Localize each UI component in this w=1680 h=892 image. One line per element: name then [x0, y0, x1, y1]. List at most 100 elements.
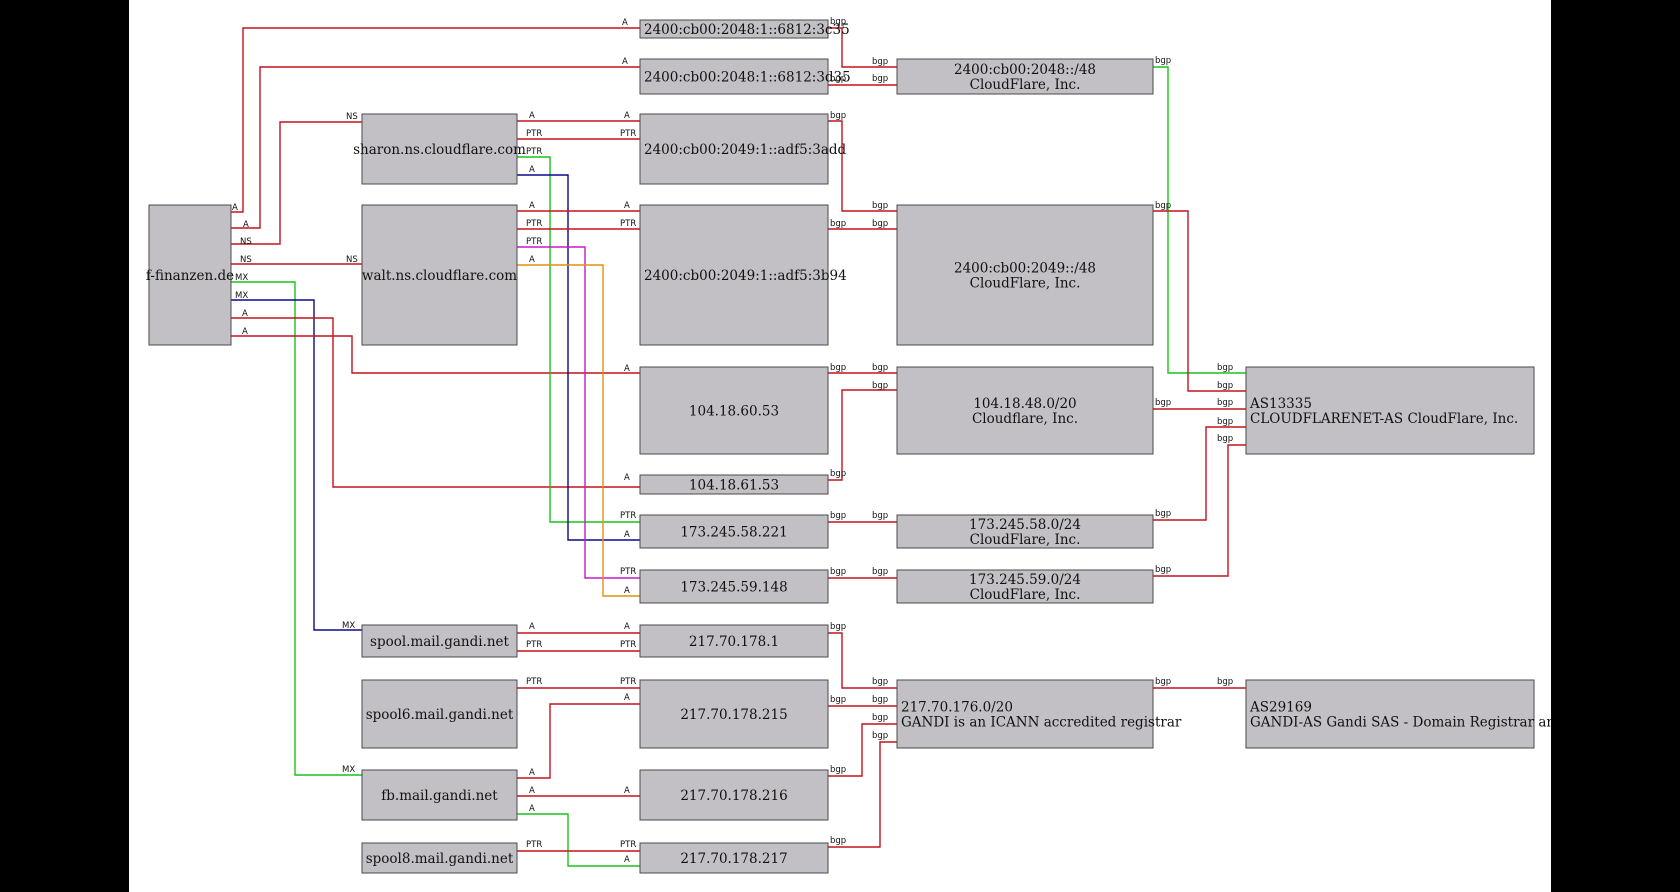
- edge-label: PTR: [620, 840, 636, 850]
- node-title: 2400:cb00:2049::/48: [954, 261, 1096, 277]
- edge-line: [231, 317, 640, 488]
- node-title: spool8.mail.gandi.net: [366, 851, 514, 867]
- node-box: [639, 514, 829, 549]
- node-title: sharon.ns.cloudflare.com: [353, 142, 526, 158]
- edge-label: A: [243, 220, 249, 230]
- edge-label: A: [624, 530, 630, 540]
- node-title: 2400:cb00:2048:1::6812:3c35: [644, 22, 850, 38]
- node-box: [896, 514, 1154, 549]
- edge-label: PTR: [526, 677, 542, 687]
- edge-line: [828, 389, 897, 481]
- edge-line: [231, 66, 640, 229]
- edge-line: [517, 156, 640, 523]
- dns-graph: f-finanzen.de sharon.ns.cloudflare.com wal…: [146, 17, 1551, 874]
- edge-label: A: [529, 768, 535, 778]
- node-title: 173.245.58.221: [680, 525, 787, 541]
- node-title: 104.18.60.53: [689, 404, 779, 420]
- edge-line: [828, 723, 897, 777]
- node-box: [896, 569, 1154, 604]
- edge-label: PTR: [620, 129, 636, 139]
- edge-label: PTR: [526, 147, 542, 157]
- edge-label: PTR: [526, 640, 542, 650]
- node-box: [361, 769, 518, 821]
- node-box: [639, 58, 829, 95]
- node-title: walt.ns.cloudflare.com: [362, 268, 517, 284]
- edge-label: MX: [342, 765, 355, 775]
- edge-label: A: [529, 804, 535, 814]
- edge-label: bgp: [872, 381, 888, 391]
- edge-label: A: [624, 364, 630, 374]
- node-subtitle: CloudFlare, Inc.: [970, 587, 1081, 603]
- edge-line: [231, 335, 640, 374]
- edge-label: A: [529, 201, 535, 211]
- node-subtitle: Cloudflare, Inc.: [972, 411, 1078, 427]
- edge-label: bgp: [830, 511, 846, 521]
- edge-label: bgp: [872, 74, 888, 84]
- edge-label: A: [624, 693, 630, 703]
- edge-label: A: [529, 165, 535, 175]
- edge-label: NS: [346, 255, 358, 265]
- edge-line: [828, 27, 897, 68]
- node-box: [148, 204, 232, 346]
- node-ip6-3add: 2400:cb00:2049:1::adf5:3add: [639, 113, 847, 185]
- edge-label: A: [232, 203, 238, 213]
- node-spool8: spool8.mail.gandi.net: [361, 842, 518, 874]
- edge-label: bgp: [872, 677, 888, 687]
- edge-label: A: [529, 622, 535, 632]
- node-title: 217.70.176.0/20: [901, 700, 1013, 716]
- node-title: spool6.mail.gandi.net: [366, 707, 514, 723]
- node-box: [361, 113, 518, 185]
- edge-label: PTR: [620, 219, 636, 229]
- edge-label: bgp: [1155, 509, 1171, 519]
- edge-label: bgp: [1217, 434, 1233, 444]
- edge-line: [517, 813, 640, 867]
- node-title: 2400:cb00:2049:1::adf5:3b94: [644, 268, 847, 284]
- node-title: AS13335: [1249, 396, 1312, 412]
- edge-label: PTR: [526, 237, 542, 247]
- edge-label: A: [529, 111, 535, 121]
- node-box: [639, 569, 829, 604]
- node-box: [639, 842, 829, 874]
- edge-label: PTR: [526, 840, 542, 850]
- node-box: [1245, 679, 1535, 749]
- edge-line: [828, 120, 897, 212]
- node-ip-178-215: 217.70.178.215: [639, 679, 829, 749]
- node-subtitle: GANDI is an ICANN accredited registrar: [901, 715, 1182, 731]
- node-spool: spool.mail.gandi.net: [361, 624, 518, 658]
- node-box: [896, 58, 1154, 95]
- edge-label: MX: [342, 621, 355, 631]
- node-subtitle: GANDI-AS Gandi SAS - Domain Registrar an: [1250, 715, 1551, 731]
- node-subtitle: CloudFlare, Inc.: [970, 77, 1081, 93]
- edge-label: A: [242, 309, 248, 319]
- edge-label: A: [624, 786, 630, 796]
- node-ip-58-221: 173.245.58.221: [639, 514, 829, 549]
- edge-label: A: [622, 18, 628, 28]
- edge-label: bgp: [1217, 363, 1233, 373]
- edge-label: bgp: [830, 622, 846, 632]
- edge-label: A: [624, 111, 630, 121]
- node-ip6-3d35: 2400:cb00:2048:1::6812:3d35: [639, 58, 851, 95]
- edge-line: [517, 174, 640, 541]
- edge-label: A: [529, 255, 535, 265]
- edge-line: [231, 299, 362, 631]
- node-box: [639, 679, 829, 749]
- node-box: [639, 19, 829, 39]
- node-spool6: spool6.mail.gandi.net: [361, 679, 518, 749]
- edge-line: [828, 741, 897, 848]
- edge-label: A: [624, 622, 630, 632]
- node-title: 2400:cb00:2048::/48: [954, 62, 1096, 78]
- node-walt: walt.ns.cloudflare.com: [361, 204, 518, 346]
- edge-label: bgp: [1155, 677, 1171, 687]
- node-ip-59-148: 173.245.59.148: [639, 569, 829, 604]
- node-title: spool.mail.gandi.net: [370, 634, 510, 650]
- node-title: 2400:cb00:2049:1::adf5:3add: [644, 142, 847, 158]
- node-ffinanzen: f-finanzen.de: [146, 204, 234, 346]
- edge-label: bgp: [872, 567, 888, 577]
- edge-label: A: [529, 786, 535, 796]
- node-title: 217.70.178.217: [680, 851, 787, 867]
